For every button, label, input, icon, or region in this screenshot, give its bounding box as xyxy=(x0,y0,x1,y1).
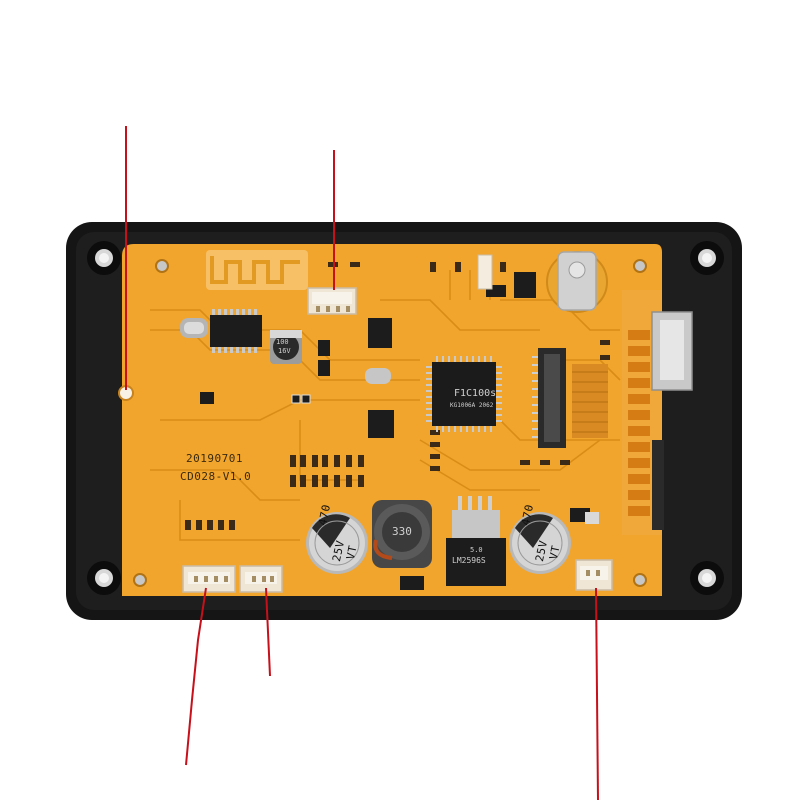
top-jst-connector xyxy=(307,287,357,315)
fpc-ribbon-connector xyxy=(532,348,566,448)
pcb-model-label: CD028-V1.0 xyxy=(180,470,252,483)
regulator-marking: LM2596S xyxy=(452,556,486,565)
antenna-trace xyxy=(210,256,300,284)
voltage-regulator xyxy=(446,496,506,586)
annotation-line-right-connector xyxy=(595,587,599,801)
bottom-jst-connector-right xyxy=(575,559,613,591)
electrolytic-capacitor-left xyxy=(306,512,368,574)
annotation-line-middle-connector xyxy=(265,587,271,677)
coin-cell-holder xyxy=(546,251,608,313)
main-processor-chip xyxy=(426,356,502,432)
small-electrolytic-capacitor xyxy=(270,330,302,364)
processor-marking: F1C100s xyxy=(454,388,497,399)
small-cap-voltage: 16V xyxy=(278,347,291,355)
pcb-date-code: 20190701 xyxy=(186,452,243,465)
frame-screw-hole-tr xyxy=(690,241,724,275)
bottom-jst-connector-left xyxy=(182,565,236,593)
crystal-oscillator xyxy=(180,318,208,338)
diode xyxy=(400,576,424,590)
regulator-sub-marking: 5.0 xyxy=(470,546,483,554)
frame-screw-hole-br xyxy=(690,561,724,595)
inductor-marking: 330 xyxy=(392,525,412,538)
audio-ic xyxy=(210,309,262,353)
right-edge-connector xyxy=(622,290,693,535)
ribbon-cable xyxy=(572,364,608,438)
electrolytic-capacitor-right xyxy=(509,512,571,574)
small-cap-value: 100 xyxy=(276,338,289,346)
annotation-line-left-connector xyxy=(185,587,207,766)
power-inductor xyxy=(372,500,432,568)
frame-screw-hole-bl xyxy=(87,561,121,595)
processor-sub-marking: KG1006A 2062 xyxy=(450,402,494,409)
bottom-jst-connector-middle xyxy=(239,565,283,593)
frame-screw-hole-tl xyxy=(87,241,121,275)
